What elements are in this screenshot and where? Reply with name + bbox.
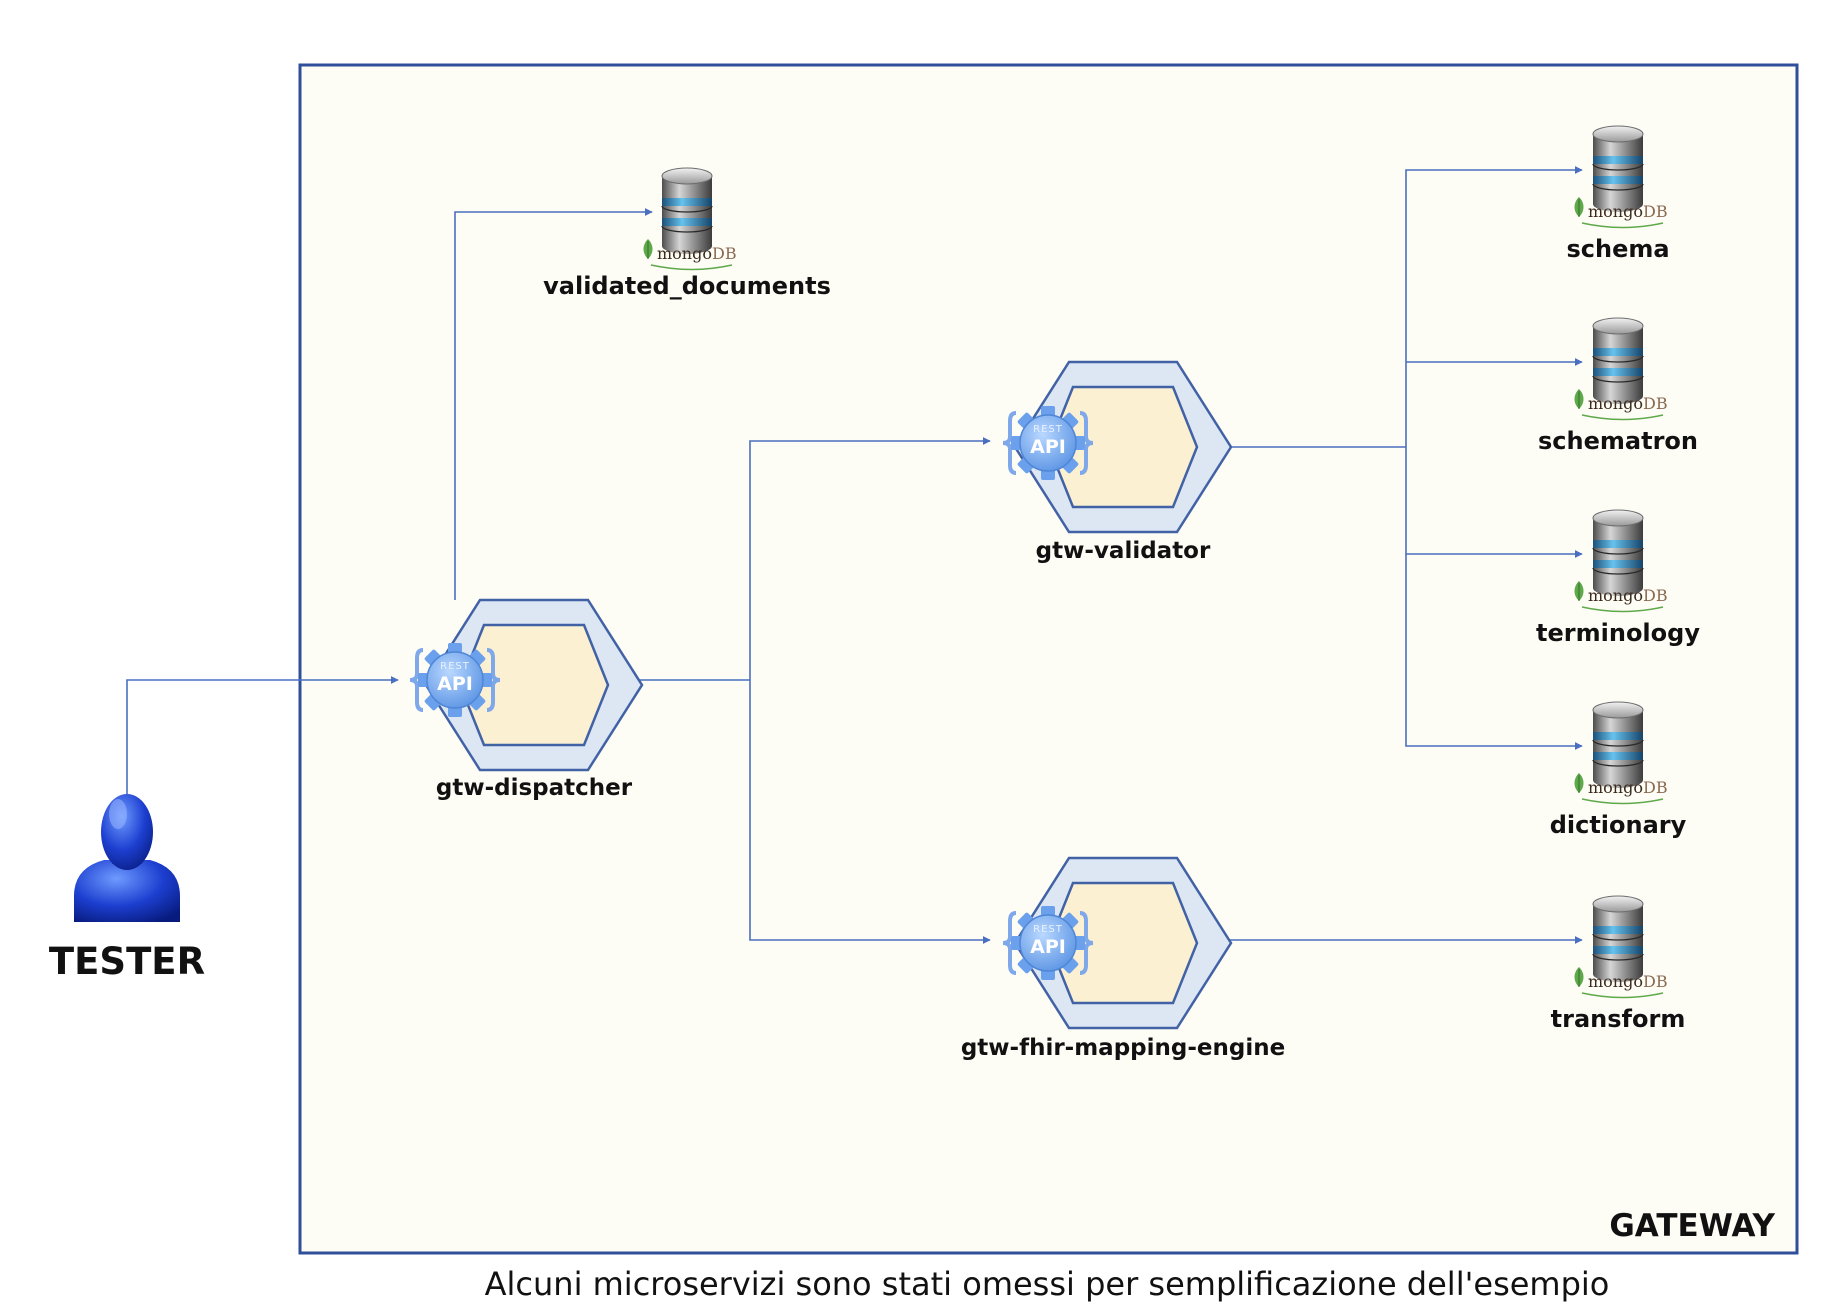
tester-actor: TESTER xyxy=(49,794,205,983)
database-icon xyxy=(1592,895,1644,983)
svg-text:REST: REST xyxy=(440,661,470,672)
service-label: gtw-validator xyxy=(1036,538,1211,564)
database-schematron: mongoDB schematron xyxy=(1538,317,1698,455)
svg-text:mongoDB: mongoDB xyxy=(1588,972,1668,991)
database-validated-documents: mongoDB validated_documents xyxy=(543,167,831,300)
database-dictionary: mongoDB dictionary xyxy=(1550,701,1687,839)
connector-validator-schema xyxy=(1405,166,1583,447)
rest-api-icon: REST API xyxy=(408,641,502,719)
database-icon xyxy=(1592,509,1644,597)
svg-text:REST: REST xyxy=(1033,424,1063,435)
database-transform: mongoDB transform xyxy=(1551,895,1686,1033)
database-label: transform xyxy=(1551,1005,1686,1033)
database-label: schematron xyxy=(1538,427,1698,455)
svg-text:mongoDB: mongoDB xyxy=(1588,394,1668,413)
svg-text:API: API xyxy=(1030,436,1066,458)
database-icon xyxy=(1592,701,1644,789)
svg-text:mongoDB: mongoDB xyxy=(1588,778,1668,797)
database-schema: mongoDB schema xyxy=(1566,125,1670,263)
svg-text:API: API xyxy=(437,673,473,695)
database-icon xyxy=(1592,317,1644,405)
gateway-label: GATEWAY xyxy=(1609,1208,1775,1244)
svg-text:REST: REST xyxy=(1033,924,1063,935)
database-label: dictionary xyxy=(1550,811,1687,839)
connector-lines xyxy=(126,166,1583,944)
svg-text:mongoDB: mongoDB xyxy=(1588,202,1668,221)
rest-api-icon: REST API xyxy=(1001,404,1095,482)
svg-text:mongoDB: mongoDB xyxy=(657,244,737,263)
svg-text:mongoDB: mongoDB xyxy=(1588,586,1668,605)
database-icon xyxy=(1592,125,1644,213)
connector-dispatcher-fhir xyxy=(749,680,991,944)
connector-tester-dispatcher xyxy=(126,676,399,795)
database-label: terminology xyxy=(1536,619,1700,647)
database-terminology: mongoDB terminology xyxy=(1536,509,1700,647)
diagram-caption: Alcuni microservizi sono stati omessi pe… xyxy=(485,1265,1610,1303)
rest-api-icon: REST API xyxy=(1001,904,1095,982)
service-label: gtw-dispatcher xyxy=(436,775,633,801)
connector-validator-dictionary xyxy=(1405,554,1583,750)
service-gtw-fhir-mapping-engine: gtw-fhir-mapping-engine xyxy=(961,856,1285,1061)
database-icon xyxy=(661,167,713,255)
database-label: validated_documents xyxy=(543,272,831,300)
connector-dispatcher-validator xyxy=(749,437,991,680)
svg-text:API: API xyxy=(1030,936,1066,958)
database-label: schema xyxy=(1566,235,1669,263)
tester-label: TESTER xyxy=(49,940,205,983)
user-icon xyxy=(74,794,180,922)
connector-dispatcher-validated-documents xyxy=(454,208,653,600)
service-label: gtw-fhir-mapping-engine xyxy=(961,1035,1285,1061)
